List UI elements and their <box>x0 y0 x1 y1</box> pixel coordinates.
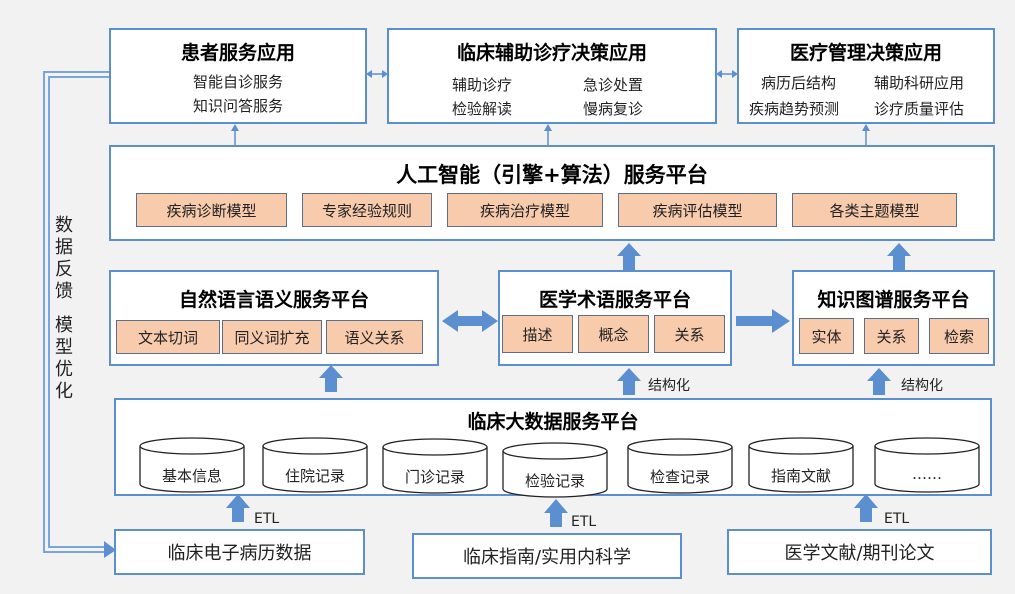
source-label: 医学文献/期刊论文 <box>784 543 935 564</box>
data-store-cylinder: 检查记录 <box>627 438 733 494</box>
feedback-char: 优 <box>55 359 73 380</box>
feedback-label: 数 据 反 馈 模 型 优 化 <box>52 215 76 403</box>
ai-model-chip: 疾病评估模型 <box>618 193 777 227</box>
structured-label: 结构化 <box>648 378 690 394</box>
clinical-decision-box <box>387 28 717 124</box>
data-store-label: 检验记录 <box>524 472 585 490</box>
feedback-loop-line <box>43 71 110 553</box>
term-item-chip: 描述 <box>502 315 573 353</box>
management-item: 疾病趋势预测 <box>749 100 840 118</box>
feedback-char: 型 <box>55 337 73 358</box>
data-store-label: 门诊记录 <box>404 468 465 486</box>
database-icon <box>262 437 368 493</box>
term-item-chip: 关系 <box>654 315 725 353</box>
data-store-label: 基本信息 <box>161 467 222 485</box>
etl-label: ETL <box>884 511 910 527</box>
feedback-char: 馈 <box>55 281 73 302</box>
patient-service-title: 患者服务应用 <box>180 42 295 64</box>
data-store-label: 指南文献 <box>770 467 831 485</box>
management-item: 诊疗质量评估 <box>874 100 965 118</box>
nlp-item-chip: 同义词扩充 <box>222 320 322 354</box>
database-icon <box>139 437 245 493</box>
database-icon <box>748 437 854 493</box>
ai-model-chip: 专家经验规则 <box>302 193 432 227</box>
kg-platform-title: 知识图谱服务平台 <box>817 289 970 311</box>
data-store-cylinder: 门诊记录 <box>382 438 488 494</box>
data-store-label: 住院记录 <box>284 467 345 485</box>
management-decision-box <box>737 28 995 124</box>
patient-item: 智能自诊服务 <box>192 73 283 91</box>
etl-label: ETL <box>254 511 280 527</box>
term-item-chip: 概念 <box>578 315 649 353</box>
source-label: 临床电子病历数据 <box>167 543 312 564</box>
data-store-cylinder: 住院记录 <box>262 437 368 493</box>
nlp-item-chip: 文本切词 <box>116 320 220 354</box>
term-platform-title: 医学术语服务平台 <box>538 289 691 311</box>
feedback-char: 化 <box>55 381 73 402</box>
data-store-label: …… <box>912 465 942 483</box>
data-store-cylinder: 指南文献 <box>748 437 854 493</box>
clinical-item: 慢病复诊 <box>583 100 644 118</box>
database-icon <box>502 442 608 498</box>
kg-item-chip: 关系 <box>864 318 919 354</box>
data-store-cylinder: 基本信息 <box>139 437 245 493</box>
ai-model-chip: 疾病治疗模型 <box>447 193 603 227</box>
etl-label: ETL <box>571 514 597 530</box>
database-icon <box>874 437 980 493</box>
feedback-char: 数 <box>55 215 73 236</box>
management-item: 辅助科研应用 <box>874 74 965 92</box>
source-box <box>727 529 992 575</box>
database-icon <box>382 438 488 494</box>
feedback-arrowhead <box>104 541 116 558</box>
data-store-cylinder: 检验记录 <box>502 442 608 498</box>
nlp-item-chip: 语义关系 <box>326 320 423 354</box>
bigdata-platform-title: 临床大数据服务平台 <box>467 411 639 433</box>
clinical-decision-title: 临床辅助诊疗决策应用 <box>456 42 647 64</box>
source-box <box>412 533 682 579</box>
patient-item: 知识问答服务 <box>192 97 283 115</box>
management-decision-title: 医疗管理决策应用 <box>789 42 942 64</box>
feedback-char: 反 <box>55 259 73 280</box>
clinical-item: 急诊处置 <box>583 76 644 94</box>
ai-model-chip: 各类主题模型 <box>792 193 957 227</box>
feedback-char: 模 <box>55 315 73 336</box>
source-box <box>114 529 365 575</box>
clinical-item: 检验解读 <box>452 100 513 118</box>
ai-platform-title: 人工智能（引擎+算法）服务平台 <box>396 163 708 187</box>
data-store-label: 检查记录 <box>649 468 710 486</box>
database-icon <box>627 438 733 494</box>
ai-model-chip: 疾病诊断模型 <box>136 193 287 227</box>
data-store-cylinder: …… <box>874 437 980 493</box>
block-arrows <box>226 243 911 527</box>
structured-label: 结构化 <box>901 378 943 394</box>
ai-to-apps-arrows <box>234 129 867 145</box>
source-label: 临床指南/实用内科学 <box>462 547 632 568</box>
management-item: 病历后结构 <box>761 74 837 92</box>
patient-service-box <box>109 28 367 124</box>
kg-item-chip: 实体 <box>799 318 854 354</box>
nlp-platform-title: 自然语言语义服务平台 <box>178 289 369 311</box>
kg-item-chip: 检索 <box>929 318 989 354</box>
clinical-item: 辅助诊疗 <box>452 76 513 94</box>
feedback-char: 据 <box>55 237 73 258</box>
